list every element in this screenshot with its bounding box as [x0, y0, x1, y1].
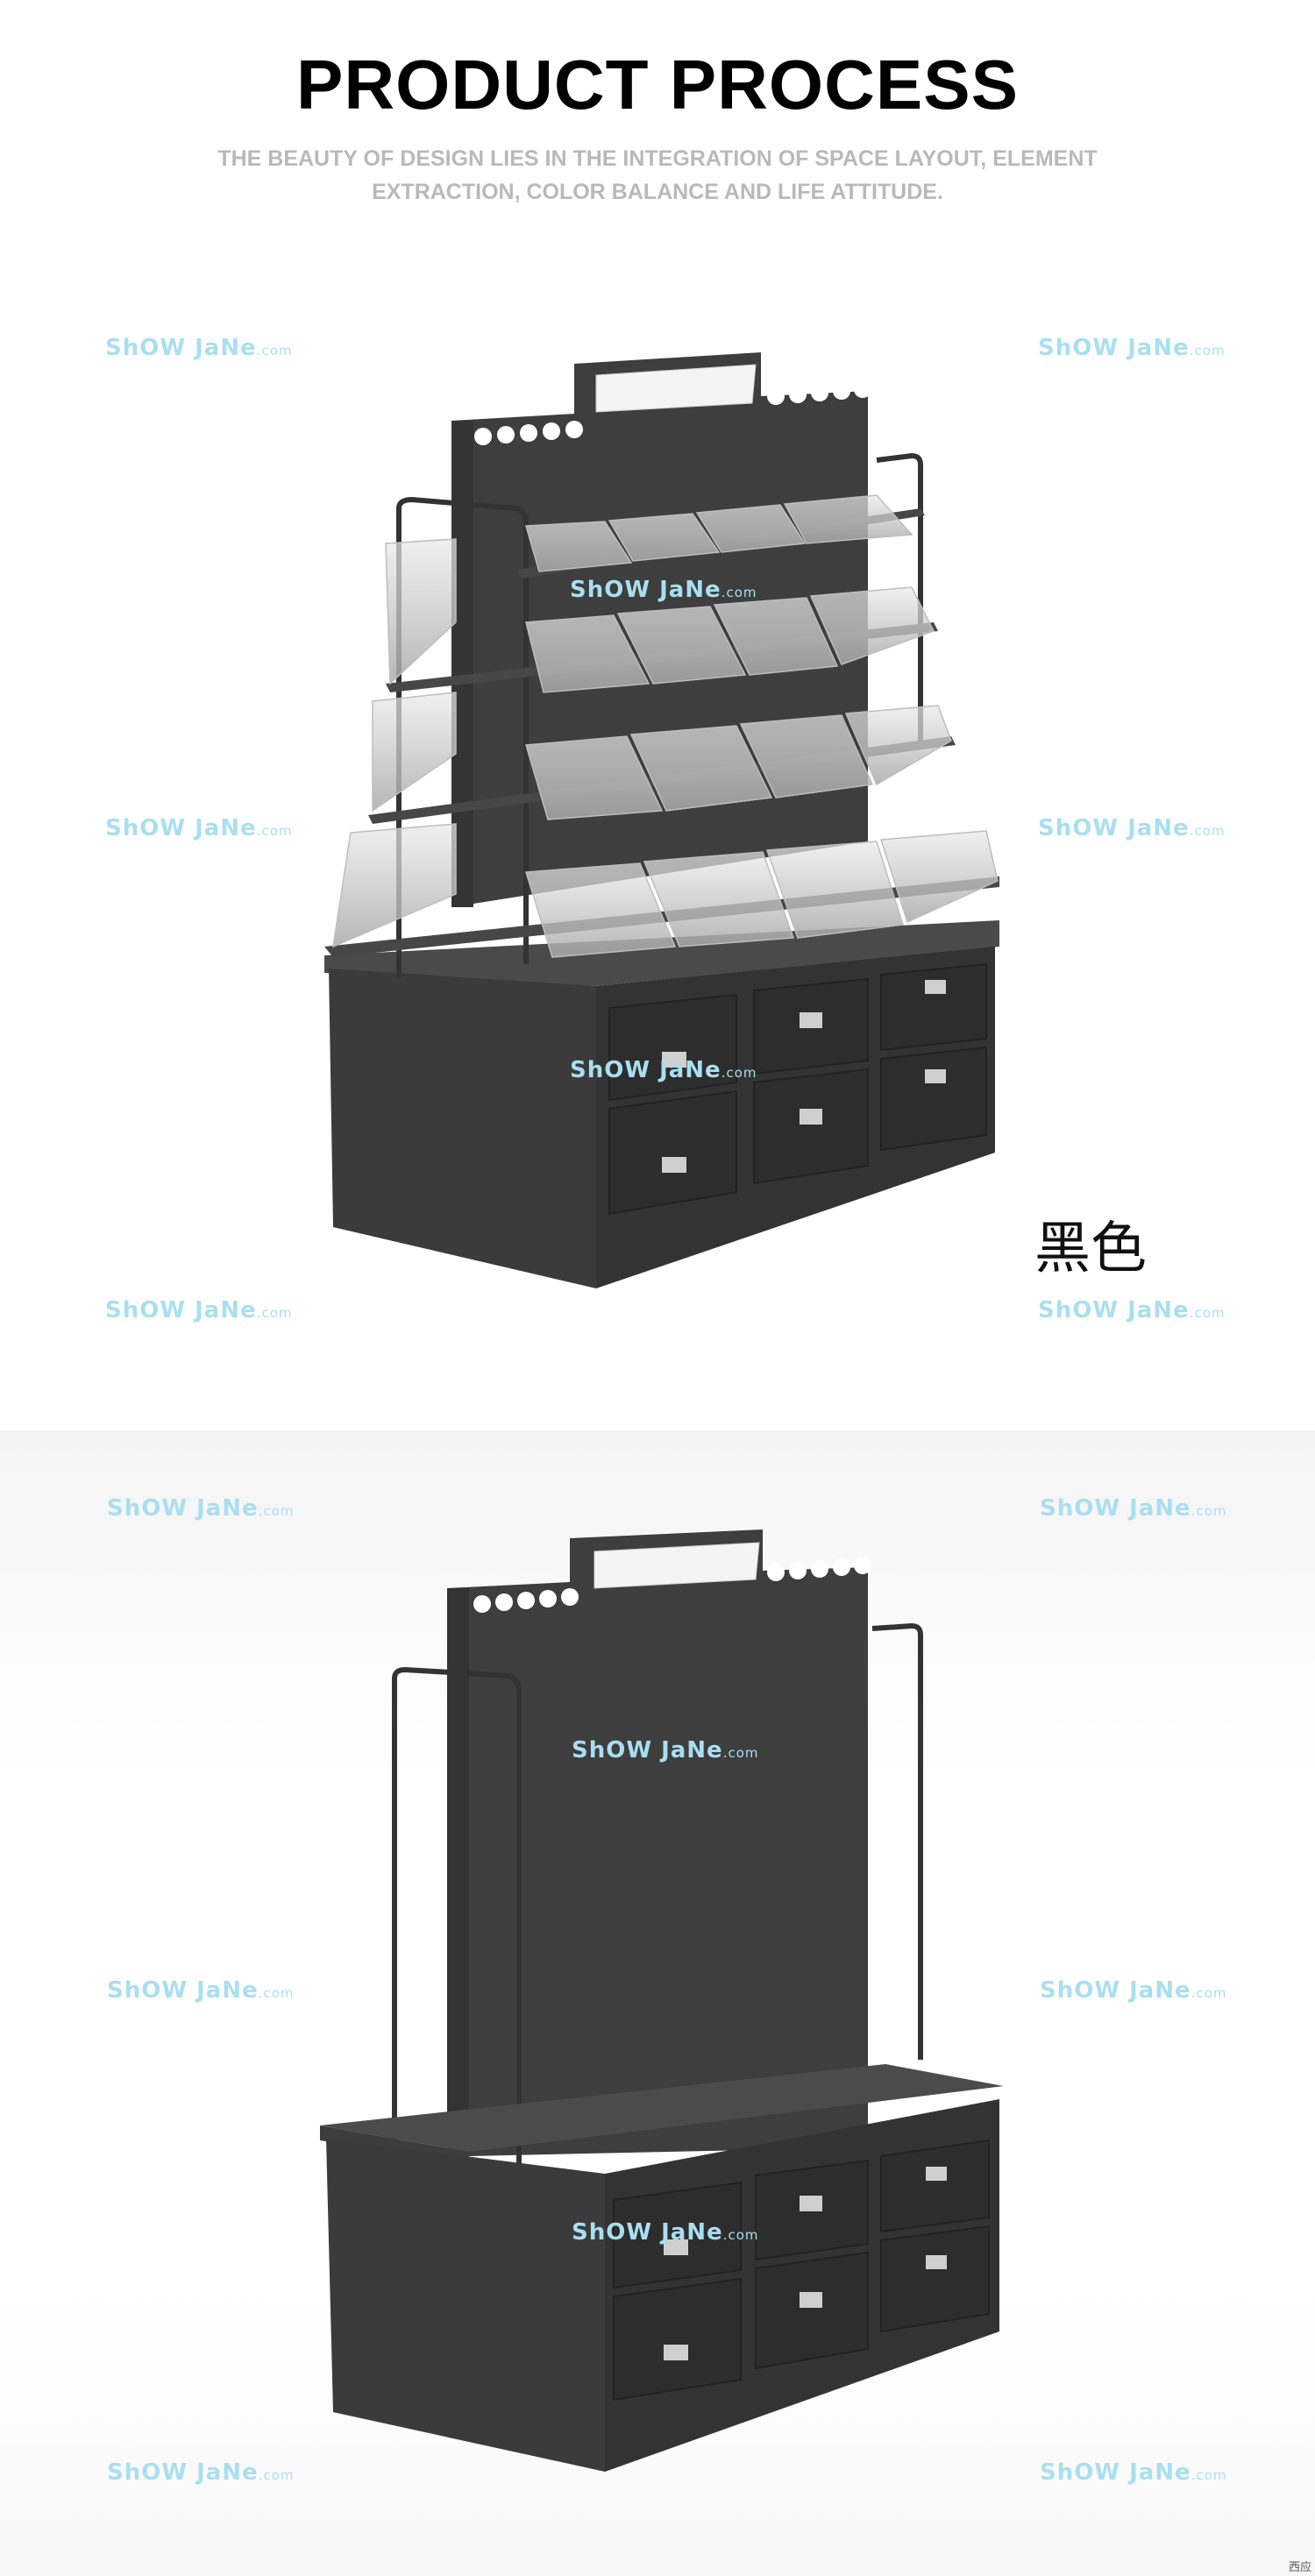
watermark: ShOW JaNe.com: [107, 1977, 295, 2004]
watermark: ShOW JaNe.com: [1038, 815, 1226, 841]
page-title: PRODUCT PROCESS: [296, 46, 1019, 124]
page-subtitle: THE BEAUTY OF DESIGN LIES IN THE INTEGRA…: [217, 146, 1098, 204]
watermark: ShOW JaNe.com: [105, 335, 293, 361]
display-rack-empty-illustration: [320, 1529, 1004, 2472]
watermark: ShOW JaNe.com: [105, 1297, 293, 1323]
watermark: ShOW JaNe.com: [1040, 1495, 1227, 1522]
watermark: ShOW JaNe.com: [570, 1057, 757, 1083]
watermark: ShOW JaNe.com: [1038, 335, 1226, 361]
watermark: ShOW JaNe.com: [105, 815, 293, 841]
watermark: ShOW JaNe.com: [570, 577, 757, 603]
color-label: 黑色: [1034, 1217, 1147, 1281]
watermark: ShOW JaNe.com: [1038, 1297, 1226, 1323]
display-rack-front-illustration: [324, 352, 999, 1288]
header: PRODUCT PROCESS THE BEAUTY OF DESIGN LIE…: [0, 0, 1315, 263]
watermark: ShOW JaNe.com: [107, 1495, 295, 1522]
watermark: ShOW JaNe.com: [572, 1737, 759, 1763]
footer-mark: 西应: [1288, 2561, 1311, 2574]
watermark: ShOW JaNe.com: [107, 2459, 295, 2486]
watermark: ShOW JaNe.com: [572, 2219, 759, 2246]
watermark: ShOW JaNe.com: [1040, 2459, 1227, 2486]
watermark: ShOW JaNe.com: [1040, 1977, 1227, 2004]
